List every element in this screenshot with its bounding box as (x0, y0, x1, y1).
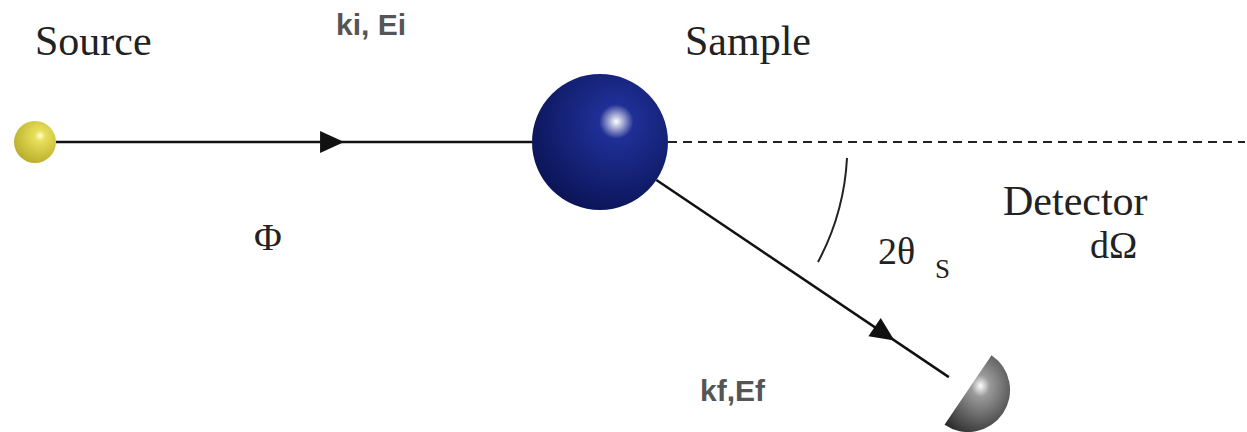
node-box: Detector dΩ (918, 180, 1152, 432)
beam-connector (656, 180, 948, 377)
angle-subscript: S (935, 256, 950, 283)
beam-label: kf,Ef (700, 376, 765, 406)
sample-label: Sample (685, 20, 811, 62)
arrow-head (868, 318, 894, 341)
beam-label: ki, Ei (336, 10, 406, 40)
node-box: Sample (530, 20, 815, 218)
source-label: Source (35, 20, 152, 62)
bowl-body (944, 355, 1010, 432)
angle-label: 2θ (878, 232, 915, 270)
solid-angle-label: dΩ (1090, 226, 1137, 264)
arrow-head (320, 131, 344, 153)
angle-arc (818, 158, 847, 262)
sample-sphere (528, 70, 672, 214)
detector-label: Detector (1003, 180, 1148, 222)
sphere-body (532, 74, 668, 210)
sphere-body (14, 121, 56, 163)
beam-continuation (668, 141, 1245, 143)
flux-symbol: Φ (254, 218, 282, 256)
detector-bowl (922, 344, 1014, 432)
beam-line (56, 141, 532, 144)
node-box: Source (8, 20, 156, 171)
source-sphere (10, 117, 60, 167)
beam-connector (56, 131, 532, 153)
beam-line (656, 180, 948, 377)
